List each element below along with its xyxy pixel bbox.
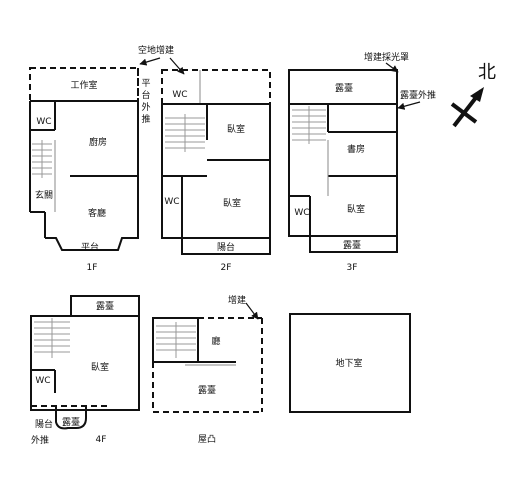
f1-staircase [32,140,52,178]
f1-workroom-label: 工作室 [70,79,97,91]
f1-kitchen-label: 廚房 [89,136,107,148]
skylight-addition-note: 增建採光罩 [364,51,409,63]
floor-1f: 工作室 WC 廚房 玄關 客廳 平台 平 台 外 推 1F [29,67,151,273]
f1-side-text-3: 外 [141,101,150,113]
f2-bedroom1-label: 臥室 [227,123,245,135]
f2-bedroom2-label: 臥室 [223,197,241,209]
f4-terrace-label: 露臺 [96,300,114,312]
north-label: 北 [478,62,496,83]
f3-terrace-bottom-wall [309,235,398,253]
f4-staircase [34,318,70,358]
f1-outer-wall [30,100,139,251]
floor-roof: 增建 廳 露臺 屋凸 [152,294,263,445]
f3-floor-label: 3F [347,263,358,273]
f1-side-text-1: 平 [141,78,150,89]
roof-hall-label: 廳 [211,335,220,347]
basement-label: 地下室 [335,357,362,369]
basement-wall [289,313,411,413]
f2-staircase [165,114,205,152]
f1-floor-label: 1F [87,263,98,273]
f1-wc-label: WC [36,117,51,127]
floor-3f: 露臺 書房 WC 臥室 露臺 3F [288,69,398,273]
roof-staircase [156,322,196,358]
f3-staircase [292,106,326,144]
f1-side-text-4: 推 [141,113,150,125]
f1-entrance-label: 玄關 [35,189,53,201]
annotations: 空地增建 增建採光罩 露臺外推 [138,44,436,110]
f3-study-label: 書房 [347,143,365,155]
f2-wc-left-label: WC [164,197,179,207]
f3-wc-label: WC [294,208,309,218]
f4-balcony-label: 陽台 [35,418,53,430]
f3-terrace-bottom-label: 露臺 [343,239,361,251]
f1-platform-label: 平台 [81,241,99,253]
floor-basement: 地下室 [289,313,411,413]
f4-wc-label: WC [35,376,50,386]
f4-small-terrace-label: 露臺 [62,416,80,428]
f2-floor-label: 2F [221,263,232,273]
f2-balcony-wall [181,237,271,255]
f2-balcony-label: 陽台 [217,241,235,253]
f4-outer-wall [30,315,140,411]
f3-terrace-top-label: 露臺 [335,82,353,94]
f4-floor-label: 4F [96,435,107,445]
f1-side-text-2: 台 [141,89,150,101]
f4-small-terrace-wall [55,406,87,430]
f2-wc-top-label: WC [172,90,187,100]
floor-4f: 露臺 臥室 WC 陽台 外推 露臺 4F [30,295,140,446]
floor-2f: WC 臥室 WC 臥室 陽台 2F [161,69,271,273]
roof-floor-label: 屋凸 [198,434,216,445]
north-compass: 北 [450,62,496,128]
terrace-pushout-note: 露臺外推 [400,89,436,101]
vacant-addition-note: 空地增建 [138,44,174,56]
roof-terrace-label: 露臺 [198,384,216,396]
f3-bedroom-label: 臥室 [347,203,365,215]
roof-addition-label: 增建 [228,294,246,306]
f4-bedroom-label: 臥室 [91,361,109,373]
f1-living-label: 客廳 [88,207,106,219]
f4-pushout-label: 外推 [31,434,49,446]
